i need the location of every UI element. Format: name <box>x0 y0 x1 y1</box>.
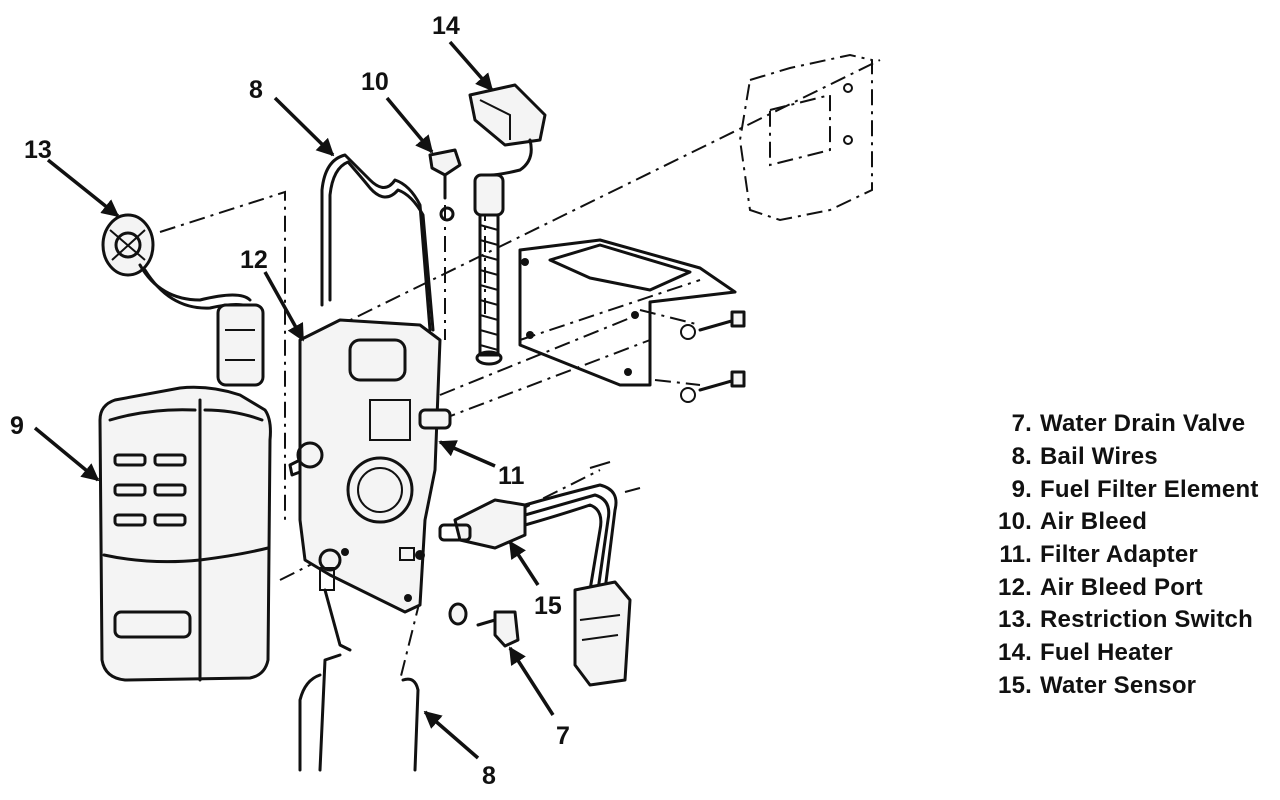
legend-number: 10. <box>998 508 1032 536</box>
leader-arrow-7 <box>508 646 555 716</box>
leader-arrows <box>33 40 555 760</box>
legend-number: 15. <box>998 671 1032 699</box>
legend-number: 12. <box>998 573 1032 601</box>
legend-item: 15. Water Sensor <box>984 670 1280 703</box>
legend-label: Bail Wires <box>1040 443 1158 471</box>
mounting-bolt-lower <box>680 370 746 403</box>
legend-item: 14. Fuel Heater <box>984 637 1280 670</box>
callout-14: 14 <box>432 12 460 40</box>
legend-item: 10. Air Bleed <box>984 506 1280 539</box>
legend-number: 11. <box>999 541 1032 569</box>
legend-number: 13. <box>998 606 1032 634</box>
legend-number: 9. <box>1011 475 1032 503</box>
leader-arrow-13 <box>46 158 120 218</box>
legend-item: 11. Filter Adapter <box>984 539 1280 572</box>
legend-label: Fuel Filter Element <box>1040 475 1259 503</box>
legend-label: Air Bleed Port <box>1040 573 1203 601</box>
filter-adapter <box>288 318 452 652</box>
bail-wire-upper <box>320 153 435 347</box>
callout-9: 9 <box>10 412 24 440</box>
vehicle-frame-bracket <box>738 53 873 222</box>
parts-legend: 7. Water Drain Valve 8. Bail Wires 9. Fuel … <box>984 408 1280 702</box>
legend-number: 14. <box>998 639 1032 667</box>
mounting-bracket <box>518 238 737 387</box>
callout-11: 11 <box>498 462 525 490</box>
callout-8-lower: 8 <box>482 762 496 790</box>
leader-arrow-8-upper <box>273 96 335 157</box>
legend-item: 9. Fuel Filter Element <box>984 473 1280 506</box>
restriction-switch <box>101 213 265 387</box>
leader-arrow-10 <box>385 96 434 154</box>
legend-item: 8. Bail Wires <box>984 441 1280 474</box>
water-drain-valve <box>448 602 520 648</box>
fuel-heater <box>468 83 547 366</box>
callout-8-upper: 8 <box>249 76 263 104</box>
mounting-bolts <box>680 310 746 403</box>
legend-label: Water Sensor <box>1040 671 1197 699</box>
leader-arrow-9 <box>33 426 100 482</box>
leader-arrow-11 <box>438 440 496 468</box>
legend-item: 7. Water Drain Valve <box>984 408 1280 441</box>
legend-number: 8. <box>1011 443 1032 471</box>
water-sensor <box>438 461 641 687</box>
legend-label: Fuel Heater <box>1040 639 1173 667</box>
bail-wire-lower <box>298 653 420 772</box>
legend-item: 12. Air Bleed Port <box>984 571 1280 604</box>
callout-10: 10 <box>361 68 389 96</box>
callout-7: 7 <box>556 722 570 750</box>
legend-number: 7. <box>1011 410 1032 438</box>
legend-label: Air Bleed <box>1040 508 1148 536</box>
air-bleed <box>428 148 462 222</box>
fuel-filter-element <box>98 385 272 682</box>
leader-arrow-15 <box>508 540 540 586</box>
legend-item: 13. Restriction Switch <box>984 604 1280 637</box>
leader-arrow-14 <box>448 40 494 92</box>
callout-labels: 14 10 8 13 12 9 11 15 7 8 <box>10 12 570 790</box>
callout-12: 12 <box>240 246 268 274</box>
legend-label: Filter Adapter <box>1040 541 1198 569</box>
legend-label: Water Drain Valve <box>1040 410 1246 438</box>
leader-arrow-12 <box>263 271 305 342</box>
legend-label: Restriction Switch <box>1040 606 1253 634</box>
callout-15: 15 <box>534 592 562 620</box>
callout-13: 13 <box>24 136 52 164</box>
leader-arrow-8-lower <box>423 710 480 760</box>
mounting-bolt-upper <box>680 310 746 340</box>
